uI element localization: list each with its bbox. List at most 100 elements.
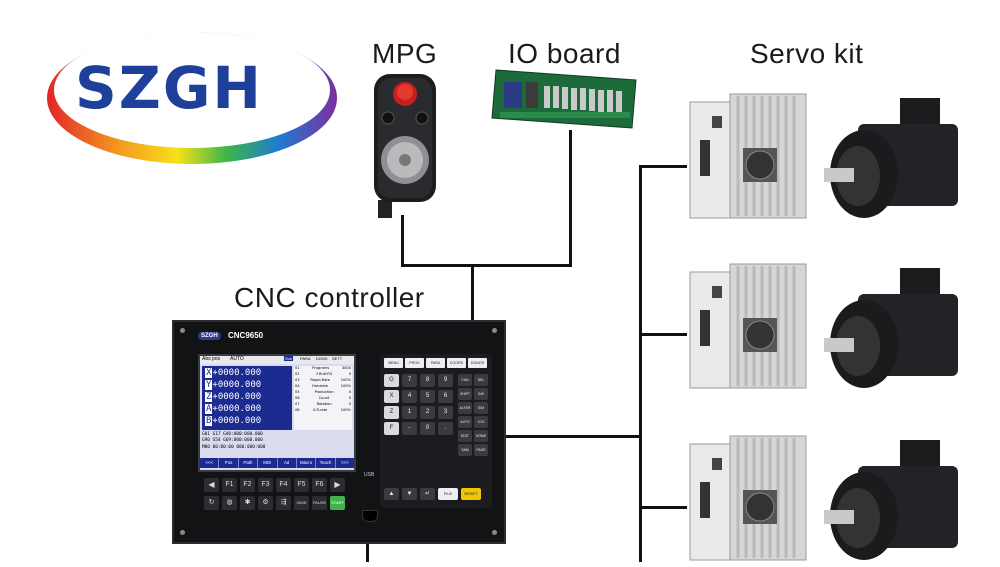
axis-row: A+0000.000: [205, 404, 261, 414]
spindle-icon[interactable]: ↻: [204, 496, 219, 510]
arrow-left-key[interactable]: ◀: [204, 478, 219, 492]
info-val: 100%: [340, 408, 351, 412]
alter-key[interactable]: ALTER: [458, 402, 472, 414]
ins-key[interactable]: INS: [474, 388, 488, 400]
softkey[interactable]: <<<: [200, 458, 220, 468]
screen-tab-sub[interactable]: Sub: [284, 356, 294, 361]
servo-motor-image: [818, 266, 966, 394]
info-row: 04 Feedrate 100%: [294, 384, 352, 390]
screen-tab-para[interactable]: PARA: [300, 356, 311, 361]
info-val: 100%: [340, 384, 351, 388]
arrow-right-key[interactable]: ▶: [330, 478, 345, 492]
start-key[interactable]: START: [330, 496, 345, 510]
save-key[interactable]: SAVE: [294, 496, 309, 510]
key-dot[interactable]: .: [438, 422, 453, 435]
usb-port[interactable]: [362, 510, 378, 522]
del-key[interactable]: DEL: [474, 374, 488, 386]
step-icon[interactable]: ⇶: [276, 496, 291, 510]
prog-key[interactable]: PROG: [405, 358, 424, 368]
info-no: 06: [295, 396, 300, 400]
softkey[interactable]: MDI: [258, 458, 278, 468]
key-6[interactable]: 6: [438, 390, 453, 403]
screw-hole: [180, 328, 185, 333]
softkey[interactable]: Teach: [316, 458, 336, 468]
wire-to-controller: [471, 264, 474, 320]
info-no: 04: [295, 384, 300, 388]
key-7[interactable]: 7: [402, 374, 417, 387]
info-key: Count: [318, 396, 330, 400]
key-x[interactable]: X: [384, 390, 399, 403]
softkey-bar: <<< Pos Path MDI Ad Macro Teach >>>: [200, 458, 354, 468]
para-key[interactable]: PARA: [426, 358, 445, 368]
screen-tab-sett[interactable]: SETT: [332, 356, 343, 361]
key-g[interactable]: G: [384, 374, 399, 387]
key-9[interactable]: 9: [438, 374, 453, 387]
jog-key[interactable]: JOG: [474, 416, 488, 428]
key-1[interactable]: 1: [402, 406, 417, 419]
file-key[interactable]: FILE: [438, 488, 458, 500]
edit-key[interactable]: EDIT: [458, 430, 472, 442]
coord-key[interactable]: COORD: [447, 358, 466, 368]
key-minus[interactable]: -: [402, 422, 417, 435]
pause-key[interactable]: PAUSE: [312, 496, 327, 510]
softkey[interactable]: Ad: [278, 458, 297, 468]
key-5[interactable]: 5: [420, 390, 435, 403]
info-key: Feedrate: [312, 384, 329, 388]
info-val: 3000: [341, 366, 351, 370]
softkey[interactable]: >>>: [340, 460, 349, 465]
f1-key[interactable]: F1: [222, 478, 237, 492]
key-2[interactable]: 2: [420, 406, 435, 419]
reset-key[interactable]: RESET: [461, 488, 481, 500]
softkey[interactable]: Macro: [297, 458, 317, 468]
key-0[interactable]: 0: [420, 422, 435, 435]
screen-tab-dgns[interactable]: DGNS: [316, 356, 328, 361]
info-no: 05: [295, 390, 300, 394]
tool-icon[interactable]: ✱: [240, 496, 255, 510]
f6-key[interactable]: F6: [312, 478, 327, 492]
dgnos-key[interactable]: DGNOS: [468, 358, 487, 368]
menu-key[interactable]: MENU: [384, 358, 403, 368]
f4-key[interactable]: F4: [276, 478, 291, 492]
wire-mpg-down: [401, 215, 404, 267]
info-no: 02: [295, 372, 300, 376]
key-3[interactable]: 3: [438, 406, 453, 419]
axis-letter: Y: [205, 380, 213, 390]
key-z[interactable]: Z: [384, 406, 399, 419]
io-board-label: IO board: [508, 38, 621, 69]
f3-key[interactable]: F3: [258, 478, 273, 492]
enter-key[interactable]: ↵: [420, 488, 435, 500]
can-key[interactable]: CAN: [458, 374, 472, 386]
wire-servo-3: [639, 506, 687, 509]
auto-key[interactable]: AUTO: [458, 416, 472, 428]
up-arrow-key[interactable]: ▲: [384, 488, 399, 500]
home-key[interactable]: HOME: [474, 430, 488, 442]
f2-key[interactable]: F2: [240, 478, 255, 492]
axis-value: +0000.000: [212, 368, 262, 378]
info-no: 03: [295, 378, 300, 382]
io-board-image: [490, 66, 638, 130]
softkey[interactable]: Path: [239, 458, 259, 468]
info-key: F.Rutf.FN: [316, 372, 332, 376]
gcode-block: G01 G17 G40:000:000.000 G90 G54 G69:000:…: [202, 432, 352, 454]
softkey[interactable]: Pos: [219, 458, 239, 468]
sim-key[interactable]: SIM: [474, 402, 488, 414]
axis-value: +0000.000: [212, 416, 262, 426]
axis-row: X+0000.000: [205, 368, 261, 378]
gcode-line: G01 G17 G40:000:000.000: [202, 432, 263, 437]
key-f[interactable]: F: [384, 422, 399, 435]
key-4[interactable]: 4: [402, 390, 417, 403]
sam-key[interactable]: SAM: [458, 444, 472, 456]
down-arrow-key[interactable]: ▼: [402, 488, 417, 500]
f5-key[interactable]: F5: [294, 478, 309, 492]
gear-icon[interactable]: ⚙: [258, 496, 273, 510]
info-key: Programs: [312, 366, 330, 370]
key-8[interactable]: 8: [420, 374, 435, 387]
wire-controller-right: [505, 435, 642, 438]
coolant-icon[interactable]: ◍: [222, 496, 237, 510]
shift-key[interactable]: SHIFT: [458, 388, 472, 400]
servo-drive-image: [688, 434, 808, 562]
page-key[interactable]: PAGE: [474, 444, 488, 456]
